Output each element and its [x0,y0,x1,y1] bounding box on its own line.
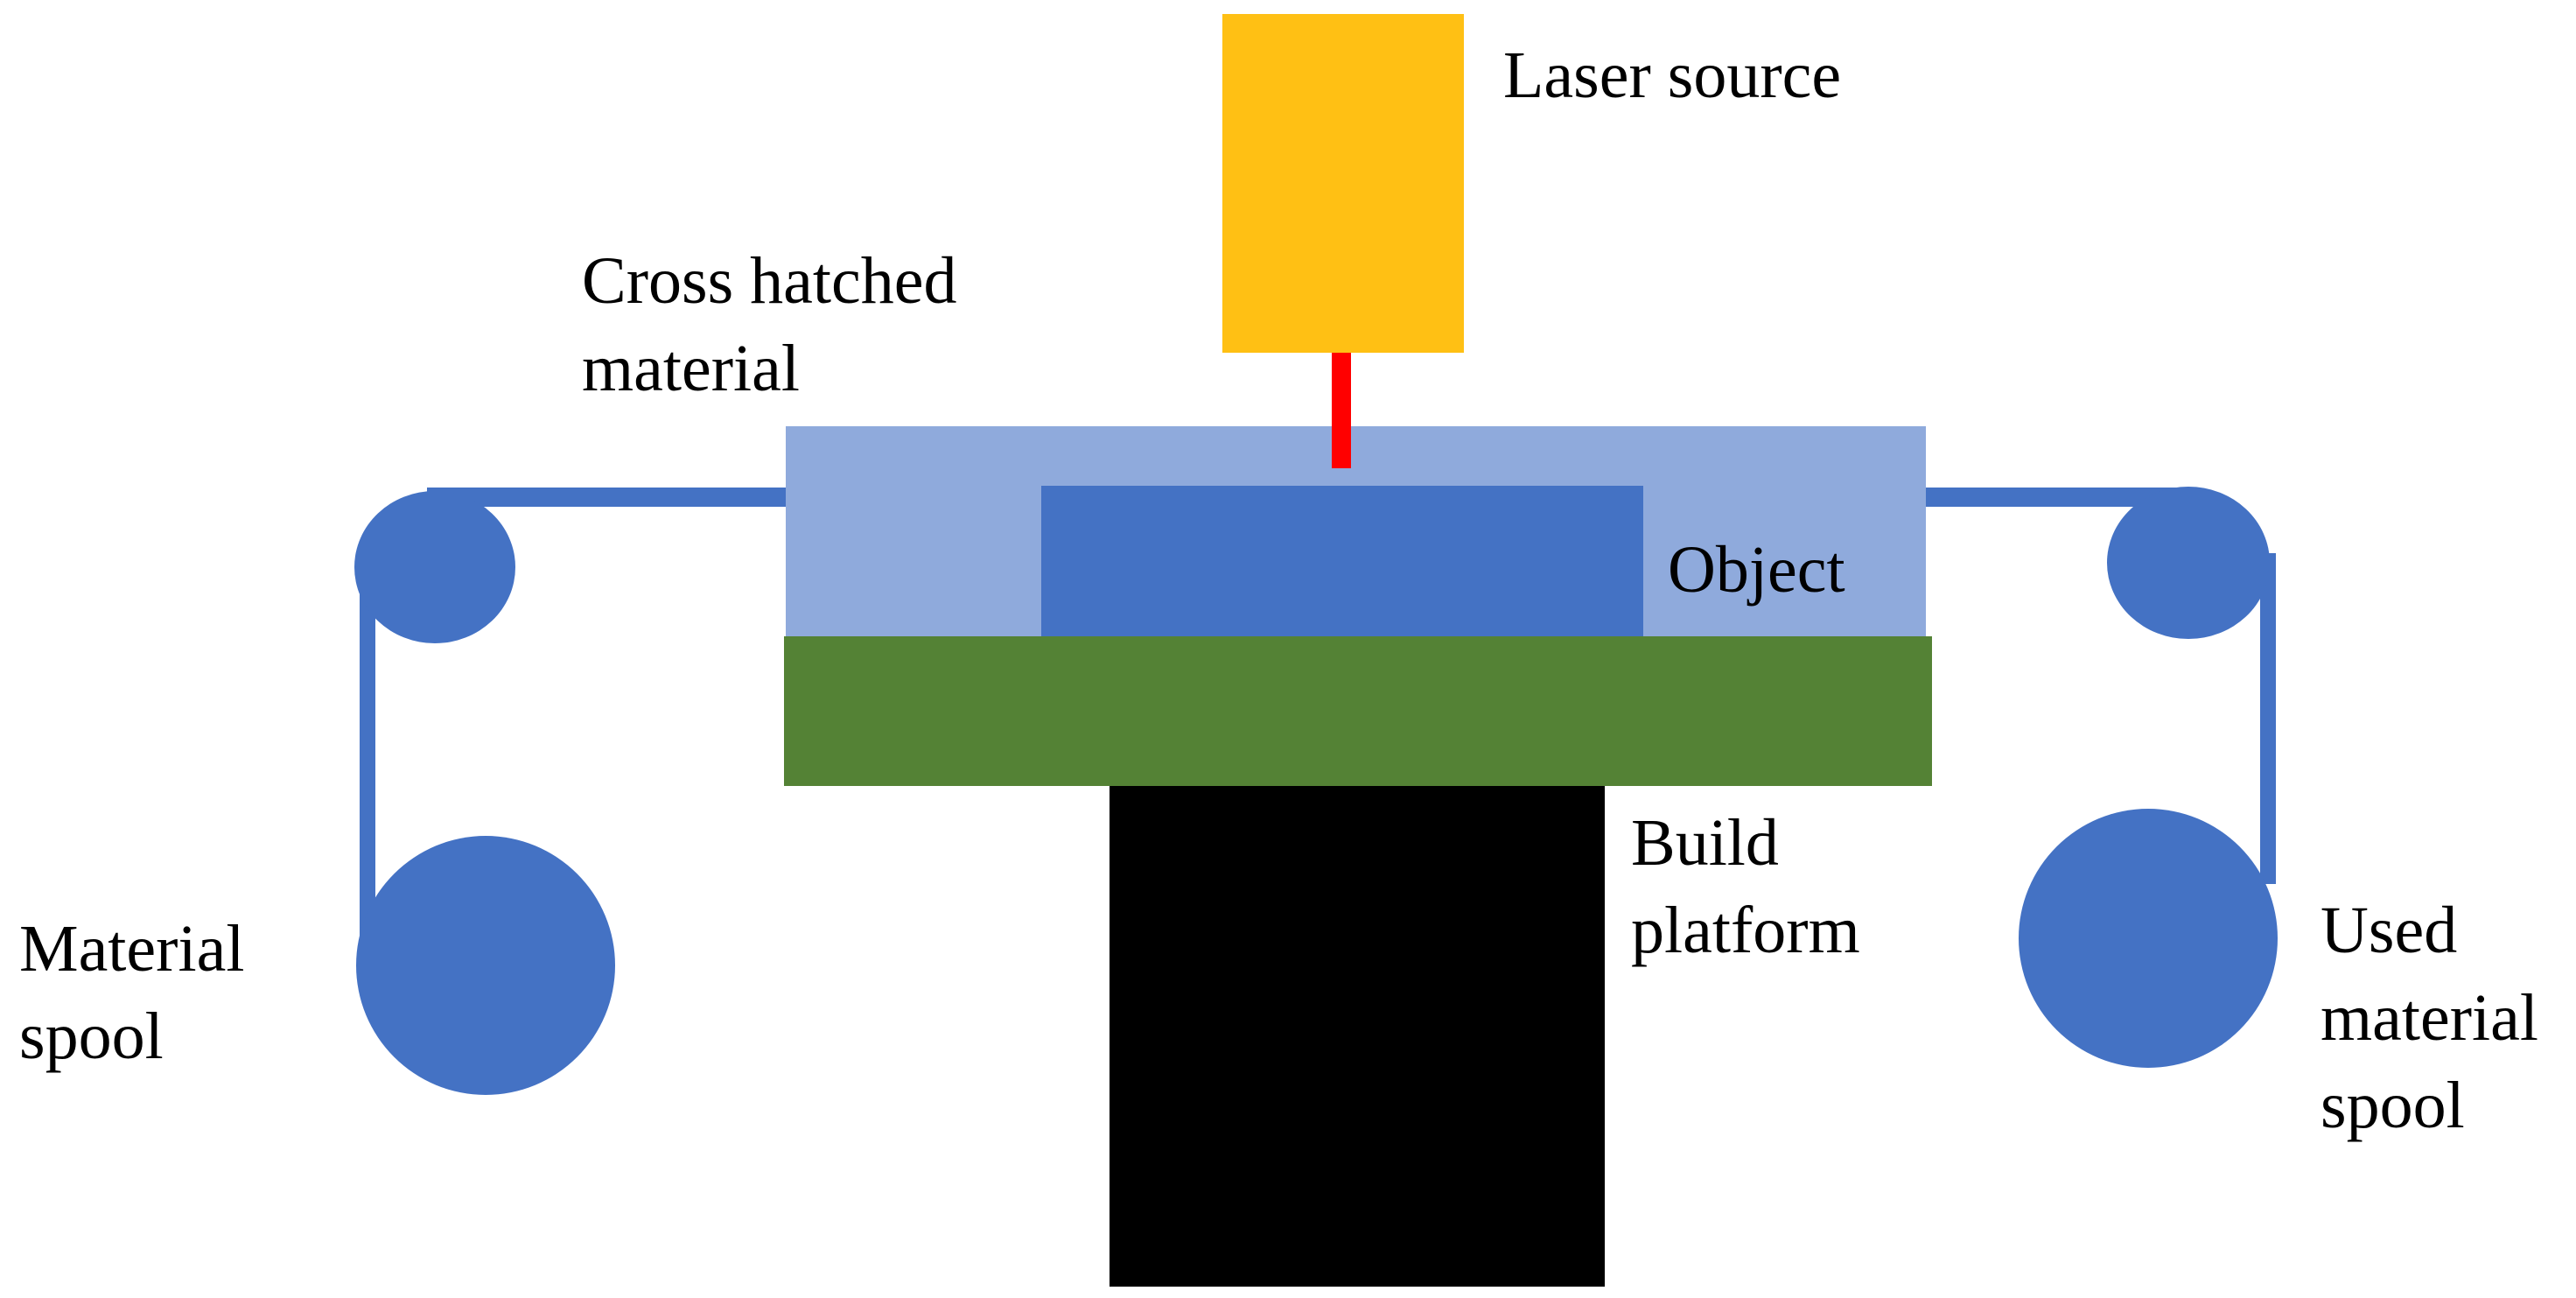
right-roller [2107,487,2270,639]
object-label: Object [1668,533,1845,607]
build-platform [784,636,1932,786]
cross-hatched-material-label: Cross hatched material [582,244,957,405]
object-block [1041,486,1643,636]
build-platform-label: Build platform [1631,806,1860,967]
laser-source-block [1222,14,1464,353]
material-spool-label: Material spool [19,912,245,1073]
laser-source-label: Laser source [1503,39,1842,112]
left-roller [354,491,515,643]
used-material-spool-label: Used material spool [2320,894,2538,1142]
used-material-spool [2019,809,2278,1068]
platform-base [1110,786,1605,1287]
material-spool [356,836,615,1095]
laser-beam [1332,353,1351,468]
